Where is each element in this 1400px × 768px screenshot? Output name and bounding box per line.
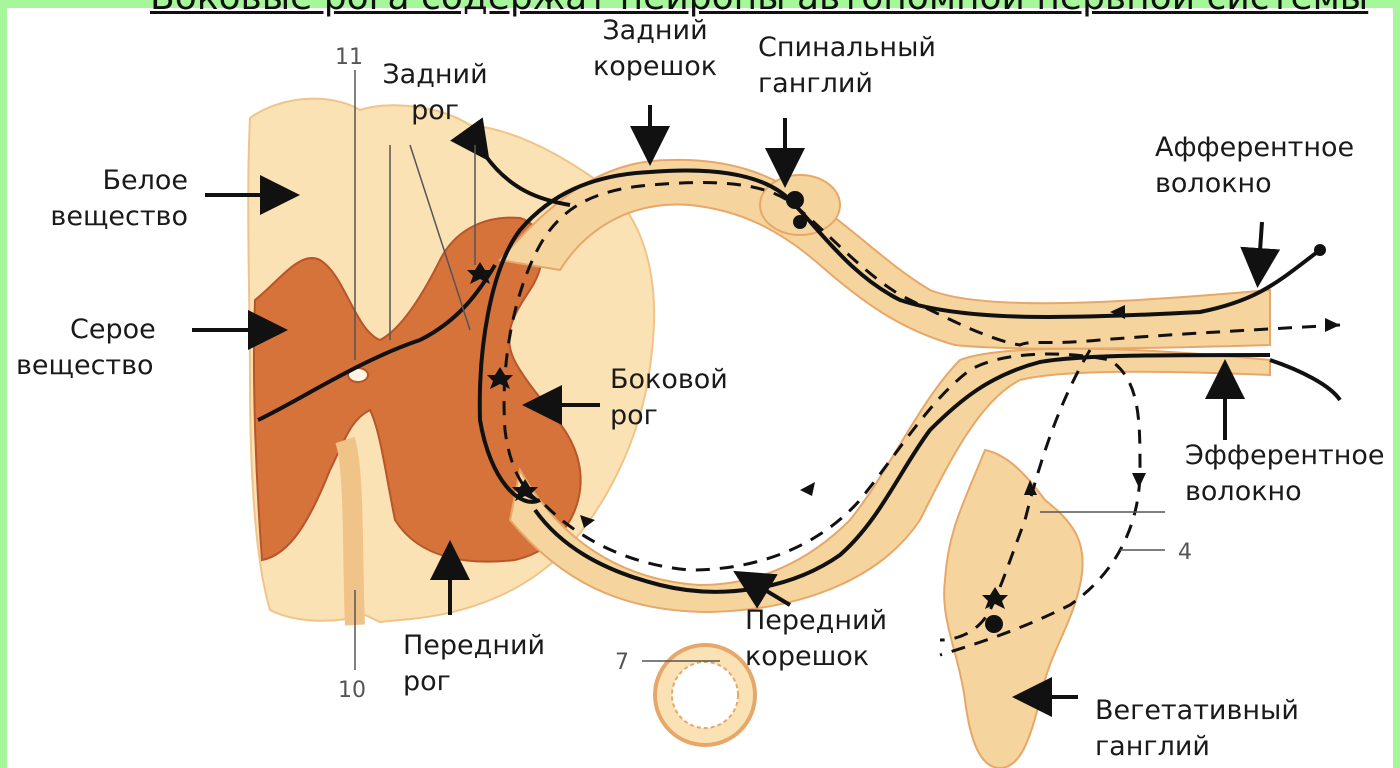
number-10: 10 — [338, 678, 366, 703]
number-7: 7 — [615, 650, 629, 675]
number-11: 11 — [335, 45, 363, 70]
frame-right — [1393, 0, 1400, 768]
slide-title-fragment: Боковые рога содержат нейроны автономной… — [150, 0, 1400, 18]
autonomic-ganglion-shape — [944, 450, 1082, 768]
number-4: 4 — [1178, 540, 1192, 565]
frame-left — [0, 0, 7, 768]
anterior-median-fissure — [345, 440, 355, 625]
